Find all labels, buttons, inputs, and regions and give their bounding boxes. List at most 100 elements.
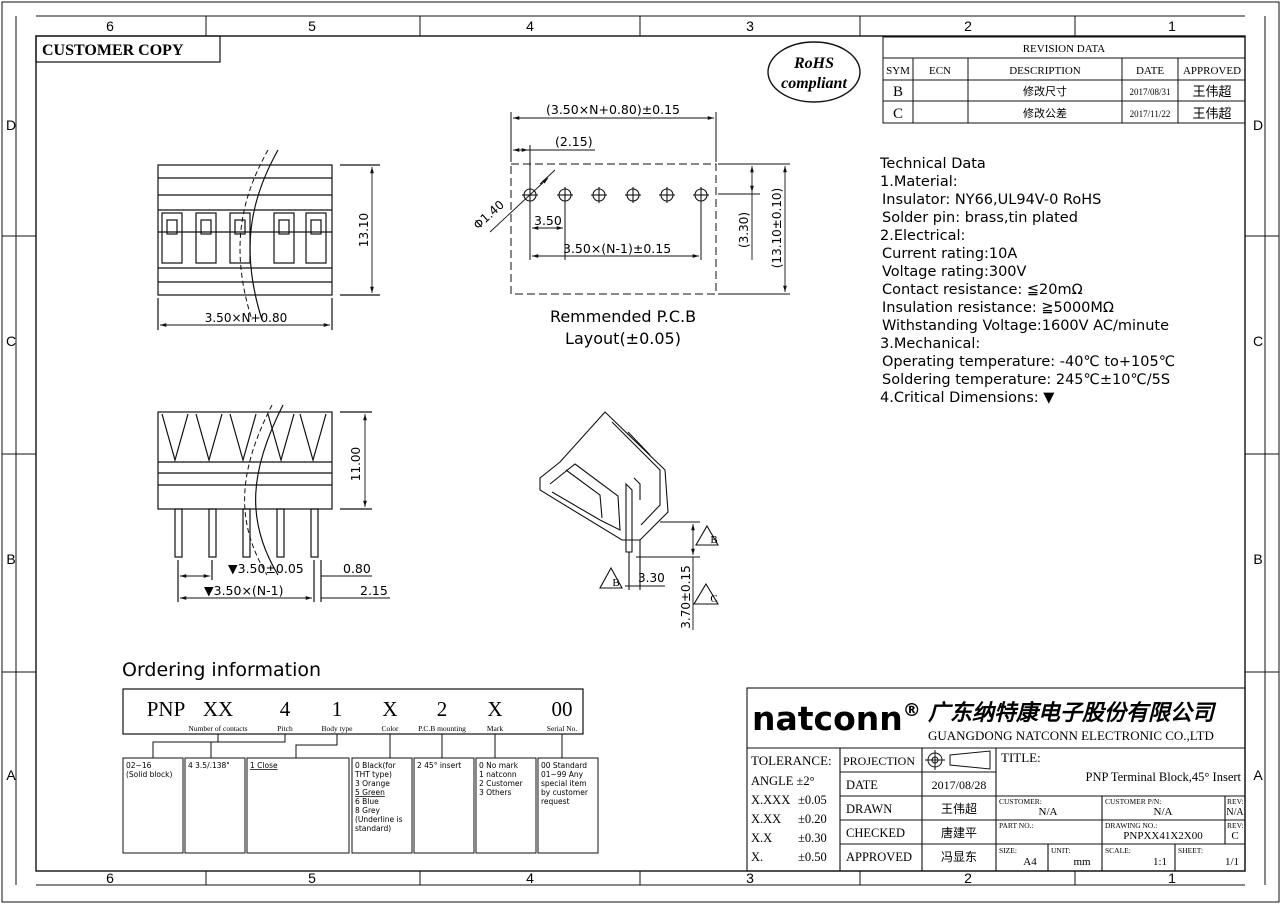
rev2-value: C — [1231, 830, 1238, 842]
zone-bottom-3: 3 — [746, 870, 754, 886]
zone-bottom-4: 4 — [526, 870, 534, 886]
zone-right-c: C — [1253, 333, 1263, 349]
rev2-label: REV: — [1227, 821, 1244, 830]
tech-line-8: Insulation resistance: ≧5000MΩ — [882, 300, 1114, 316]
order-code-body: 1 — [332, 697, 343, 721]
part-label: PART NO.: — [999, 821, 1034, 830]
drawn-value: 王伟超 — [941, 801, 977, 816]
rev-row-b-approved: 王伟超 — [1192, 85, 1231, 100]
dim-pcb-row: (3.30) — [737, 212, 751, 248]
company-cn: 广东纳特康电子股份有限公司 — [928, 700, 1217, 726]
dim-pcb-hole: Φ1.40 — [471, 198, 507, 233]
pcb-layout-drawing — [489, 112, 790, 295]
date-value: 2017/08/28 — [932, 778, 987, 792]
checked-value: 唐建平 — [941, 825, 977, 840]
rev-row-c-date: 2017/11/22 — [1130, 109, 1171, 119]
size-value: A4 — [1023, 856, 1037, 868]
ordering-leaders — [122, 734, 599, 854]
rohs-mark: RoHS compliant — [767, 41, 861, 103]
order-box-color-2: THT type) — [354, 770, 392, 779]
pcb-caption-2: Layout(±0.05) — [565, 329, 681, 348]
order-box-mark-3: 2 Customer — [479, 779, 524, 788]
zone-bottom-6: 6 — [106, 870, 114, 886]
tech-line-12: Soldering temperature: 245℃±10℃/5S — [882, 372, 1170, 388]
tol-xxx: X.XXX — [751, 793, 790, 807]
dim-front-height: 11.00 — [349, 447, 363, 481]
zone-right-d: D — [1253, 117, 1263, 133]
top-view-drawing — [157, 149, 380, 330]
side-view-drawing — [539, 411, 719, 630]
order-box-contacts-2: (Solid block) — [126, 770, 172, 779]
tol-x: X.X — [751, 831, 772, 845]
order-code-pitch: 4 — [280, 697, 291, 721]
revision-table — [882, 36, 1246, 124]
rev-header-ecn: ECN — [929, 65, 951, 77]
tol-xx-value: ±0.20 — [798, 812, 827, 826]
size-label: SIZE: — [999, 846, 1017, 855]
tol-x0: X. — [751, 850, 763, 864]
zone-top-5: 5 — [308, 18, 316, 34]
title-block-grid — [746, 687, 1246, 872]
datum-b-2: B — [612, 577, 619, 589]
sheet-value: 1/1 — [1225, 856, 1239, 868]
order-code-pnp: PNP — [147, 697, 186, 721]
dim-pitch-total: ▼3.50×(N-1) — [204, 583, 284, 598]
rev-row-c-approved: 王伟超 — [1192, 107, 1231, 122]
sheet-label: SHEET: — [1178, 846, 1203, 855]
zone-top-1: 1 — [1168, 18, 1176, 34]
projection-label: PROJECTION — [843, 754, 915, 768]
rev1-value: N/A — [1226, 807, 1244, 818]
tol-xxx-value: ±0.05 — [798, 793, 827, 807]
unit-label: UNIT: — [1051, 846, 1071, 855]
tech-line-7: Contact resistance: ≦20mΩ — [882, 282, 1083, 298]
dim-iso-370: 3.70±0.15 — [679, 565, 693, 629]
order-code-pcb: 2 — [437, 697, 448, 721]
front-view-drawing — [157, 404, 390, 602]
customer-label: CUSTOMER: — [999, 797, 1042, 806]
tech-line-4: 2.Electrical: — [880, 228, 965, 244]
order-box-body-1: 1 Close — [250, 761, 278, 770]
customer-copy-label: CUSTOMER COPY — [42, 42, 184, 59]
tech-line-11: Operating temperature: -40℃ to+105℃ — [882, 354, 1175, 370]
dim-iso-330: 3.30 — [638, 571, 665, 585]
company-en: GUANGDONG NATCONN ELECTRONIC CO.,LTD — [928, 728, 1214, 743]
customer-value: N/A — [1039, 806, 1058, 818]
tech-line-13: 4.Critical Dimensions: ▼ — [880, 390, 1055, 406]
order-code-serial: 00 — [552, 697, 573, 721]
tech-line-3: Solder pin: brass,tin plated — [882, 210, 1078, 226]
datum-b-1: B — [710, 534, 717, 546]
unit-value: mm — [1073, 856, 1091, 868]
order-box-pitch-1: 4 3.5/.138" — [188, 761, 230, 770]
order-label-contacts: Number of contacts — [188, 724, 247, 733]
dim-080: 0.80 — [343, 561, 371, 576]
dim-pcb-depth: (13.10±0.10) — [770, 188, 784, 269]
order-box-serial-1: 00 Standard — [541, 761, 587, 770]
tech-line-9: Withstanding Voltage:1600V AC/minute — [882, 318, 1169, 334]
order-box-color-1: 0 Black(for — [355, 761, 397, 770]
revision-title: REVISION DATA — [1023, 43, 1106, 55]
order-box-serial-4: by customer — [541, 788, 589, 797]
order-box-color-6: 8 Grey — [355, 806, 381, 815]
order-label-body: Body type — [321, 724, 353, 733]
order-box-color-8: standard) — [355, 824, 391, 833]
tol-x0-value: ±0.50 — [798, 850, 827, 864]
datum-c: C — [710, 593, 717, 605]
rohs-line2: compliant — [781, 75, 847, 92]
zone-bottom-2: 2 — [964, 870, 972, 886]
title-value: PNP Terminal Block,45° Insert — [1086, 770, 1242, 784]
order-label-serial: Serial No. — [547, 724, 578, 733]
zone-labels: 6 5 4 3 2 1 6 5 4 3 2 1 D C B A D C B A — [6, 18, 1263, 886]
rohs-line1: RoHS — [793, 55, 834, 72]
order-label-color: Color — [381, 724, 399, 733]
customer-pn-label: CUSTOMER P/N: — [1105, 797, 1161, 806]
order-label-mark: Mark — [487, 724, 503, 733]
order-code-color: X — [382, 697, 397, 721]
zone-bottom-5: 5 — [308, 870, 316, 886]
order-box-mark-1: 0 No mark — [479, 761, 519, 770]
drawing-value: PNPXX41X2X00 — [1123, 830, 1203, 842]
dim-215: 2.15 — [360, 583, 388, 598]
tech-line-2: Insulator: NY66,UL94V-0 RoHS — [882, 192, 1101, 208]
tolerance-label: TOLERANCE: — [751, 753, 832, 768]
order-code-mark: X — [487, 697, 502, 721]
approved-label: APPROVED — [846, 850, 912, 864]
